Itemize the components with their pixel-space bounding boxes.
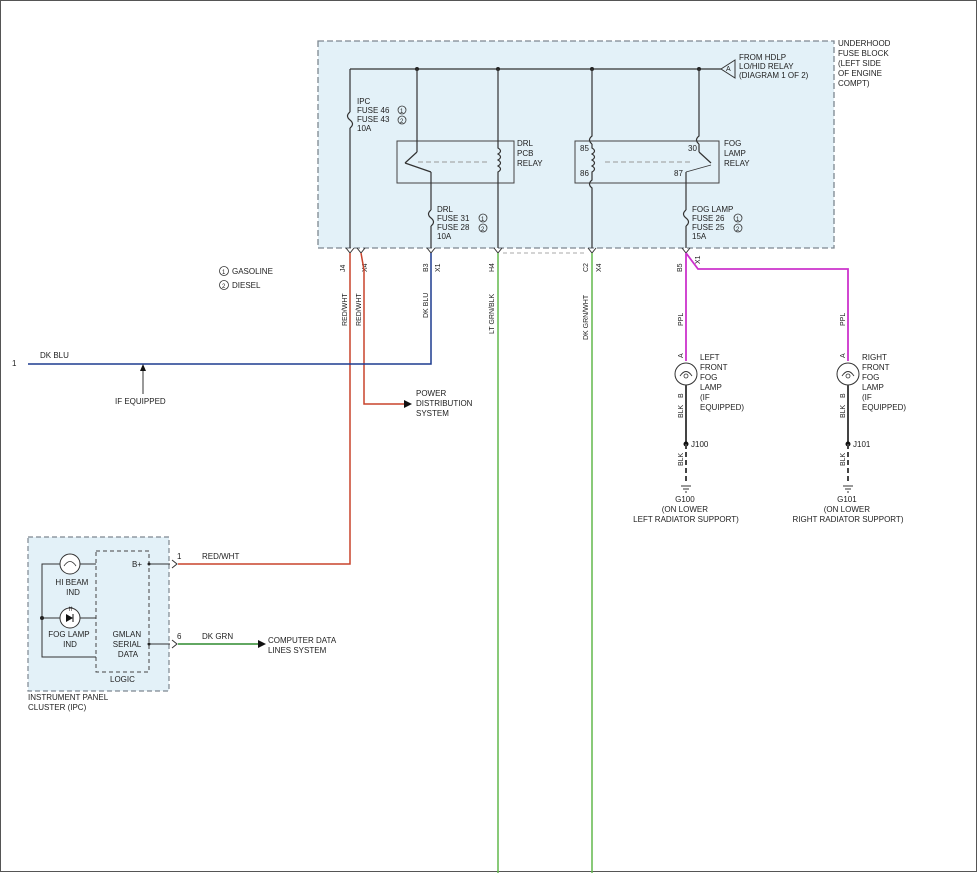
left-fog-lamp: A LEFT FRONT FOG LAMP (IF EQUIPPED) B BL… bbox=[633, 353, 744, 524]
power-distribution-label: POWER DISTRIBUTION SYSTEM bbox=[416, 389, 475, 418]
svg-text:B5: B5 bbox=[677, 263, 684, 272]
svg-text:1: 1 bbox=[12, 359, 17, 368]
computer-data-arrow-icon bbox=[258, 640, 266, 648]
svg-text:87: 87 bbox=[674, 169, 683, 178]
power-arrow-icon bbox=[404, 400, 412, 408]
wire-ppl bbox=[685, 252, 849, 361]
svg-text:2: 2 bbox=[400, 119, 404, 125]
svg-text:DK BLU: DK BLU bbox=[40, 351, 69, 360]
svg-text:C2: C2 bbox=[583, 263, 590, 272]
svg-text:1: 1 bbox=[177, 552, 182, 561]
svg-text:1: 1 bbox=[222, 270, 226, 276]
svg-text:B+: B+ bbox=[132, 560, 142, 569]
fuse-block-title: UNDERHOOD FUSE BLOCK (LEFT SIDE OF ENGIN… bbox=[838, 39, 893, 88]
ground-g101-icon bbox=[843, 485, 853, 493]
svg-text:H4: H4 bbox=[489, 263, 496, 272]
svg-text:30: 30 bbox=[688, 144, 697, 153]
drl-fuse-icon bbox=[427, 209, 435, 227]
svg-text:DK GRN: DK GRN bbox=[202, 632, 233, 641]
g100-label: G100 (ON LOWER LEFT RADIATOR SUPPORT) bbox=[633, 495, 739, 524]
svg-text:1: 1 bbox=[400, 109, 404, 115]
svg-text:PPL: PPL bbox=[678, 313, 685, 326]
ipc-fuse-icon bbox=[346, 111, 354, 129]
svg-text:RED/WHT: RED/WHT bbox=[356, 293, 363, 326]
svg-text:X1: X1 bbox=[435, 263, 442, 272]
fog-fuse-icon bbox=[682, 209, 690, 227]
svg-text:PPL: PPL bbox=[840, 313, 847, 326]
wire-red-wht-ipc bbox=[178, 253, 351, 565]
instrument-panel-cluster: HI BEAM IND ⇈ FOG LAMP IND B+ GMLAN SERI… bbox=[27, 536, 170, 712]
fog-fuse-label: FOG LAMP FUSE 26 FUSE 25 15A bbox=[692, 205, 735, 241]
svg-text:BLK: BLK bbox=[840, 404, 847, 418]
svg-text:A: A bbox=[678, 353, 685, 358]
underhood-fuse-block: A FROM HDLP LO/HID RELAY (DIAGRAM 1 OF 2… bbox=[317, 39, 893, 249]
if-equipped-arrow-icon bbox=[140, 364, 146, 371]
svg-text:1: 1 bbox=[736, 217, 740, 223]
drl-relay-label: DRL PCB RELAY bbox=[517, 139, 543, 168]
if-equipped-label: IF EQUIPPED bbox=[115, 397, 166, 406]
svg-text:BLK: BLK bbox=[678, 404, 685, 418]
svg-text:X4: X4 bbox=[362, 263, 369, 272]
hi-beam-bulb-icon bbox=[59, 553, 81, 575]
gmlan-label: GMLAN SERIAL DATA bbox=[113, 630, 144, 659]
left-lamp-label: LEFT FRONT FOG LAMP (IF EQUIPPED) bbox=[700, 353, 744, 412]
svg-text:DK BLU: DK BLU bbox=[423, 293, 430, 318]
computer-data-label: COMPUTER DATA LINES SYSTEM bbox=[268, 636, 338, 655]
svg-text:DK GRN/WHT: DK GRN/WHT bbox=[583, 294, 590, 340]
svg-text:85: 85 bbox=[580, 144, 589, 153]
drl-fuse-label: DRL FUSE 31 FUSE 28 10A bbox=[437, 205, 472, 241]
svg-text:2: 2 bbox=[222, 284, 226, 290]
svg-text:BLK: BLK bbox=[840, 452, 847, 466]
logic-label: LOGIC bbox=[110, 675, 135, 684]
right-lamp-label: RIGHT FRONT FOG LAMP (IF EQUIPPED) bbox=[862, 353, 906, 412]
logic-box bbox=[95, 550, 150, 673]
connector-labels: J4 X4 B3 X1 H4 C2 X4 B5 X1 bbox=[340, 255, 702, 272]
ipc-fuse-label: IPC FUSE 46 FUSE 43 10A bbox=[357, 97, 392, 133]
svg-text:⇈: ⇈ bbox=[68, 606, 73, 613]
fog-relay-label: FOG LAMP RELAY bbox=[724, 139, 750, 168]
from-relay-arrow-icon bbox=[720, 59, 736, 79]
svg-text:B: B bbox=[840, 393, 847, 398]
svg-text:RED/WHT: RED/WHT bbox=[202, 552, 239, 561]
hi-beam-label: HI BEAM IND bbox=[55, 578, 90, 597]
drl-relay-box bbox=[396, 140, 515, 184]
svg-text:X1: X1 bbox=[695, 255, 702, 264]
from-relay-label: FROM HDLP LO/HID RELAY (DIAGRAM 1 OF 2) bbox=[739, 53, 809, 80]
svg-text:J4: J4 bbox=[340, 265, 347, 273]
drl-relay-coil-icon bbox=[496, 69, 502, 248]
ipc-name: INSTRUMENT PANEL CLUSTER (IPC) bbox=[28, 693, 110, 712]
svg-text:A: A bbox=[840, 353, 847, 358]
svg-text:J100: J100 bbox=[691, 440, 709, 449]
fog-relay-coil-icon bbox=[588, 69, 596, 248]
wire-dk-blu bbox=[28, 253, 432, 365]
g101-label: G101 (ON LOWER RIGHT RADIATOR SUPPORT) bbox=[793, 495, 904, 524]
connector-chevrons bbox=[345, 247, 691, 254]
svg-text:LT GRN/BLK: LT GRN/BLK bbox=[489, 293, 496, 334]
svg-text:B: B bbox=[678, 393, 685, 398]
svg-text:2: 2 bbox=[481, 227, 485, 233]
svg-text:B3: B3 bbox=[423, 263, 430, 272]
svg-text:DIESEL: DIESEL bbox=[232, 281, 261, 290]
svg-text:BLK: BLK bbox=[678, 452, 685, 466]
svg-text:86: 86 bbox=[580, 169, 589, 178]
ground-g100-icon bbox=[681, 485, 691, 493]
svg-text:A: A bbox=[726, 66, 731, 73]
svg-text:1: 1 bbox=[481, 217, 485, 223]
svg-text:J101: J101 bbox=[853, 440, 871, 449]
fog-lamp-ind-label: FOG LAMP IND bbox=[48, 630, 91, 649]
svg-text:2: 2 bbox=[736, 227, 740, 233]
legend: 1 GASOLINE 2 DIESEL bbox=[219, 266, 273, 290]
svg-text:X4: X4 bbox=[596, 263, 603, 272]
wire-red-wht-power bbox=[360, 252, 404, 405]
right-fog-lamp: A RIGHT FRONT FOG LAMP (IF EQUIPPED) B B… bbox=[793, 353, 907, 524]
svg-text:RED/WHT: RED/WHT bbox=[342, 293, 349, 326]
svg-text:GASOLINE: GASOLINE bbox=[232, 267, 273, 276]
svg-text:6: 6 bbox=[177, 632, 182, 641]
